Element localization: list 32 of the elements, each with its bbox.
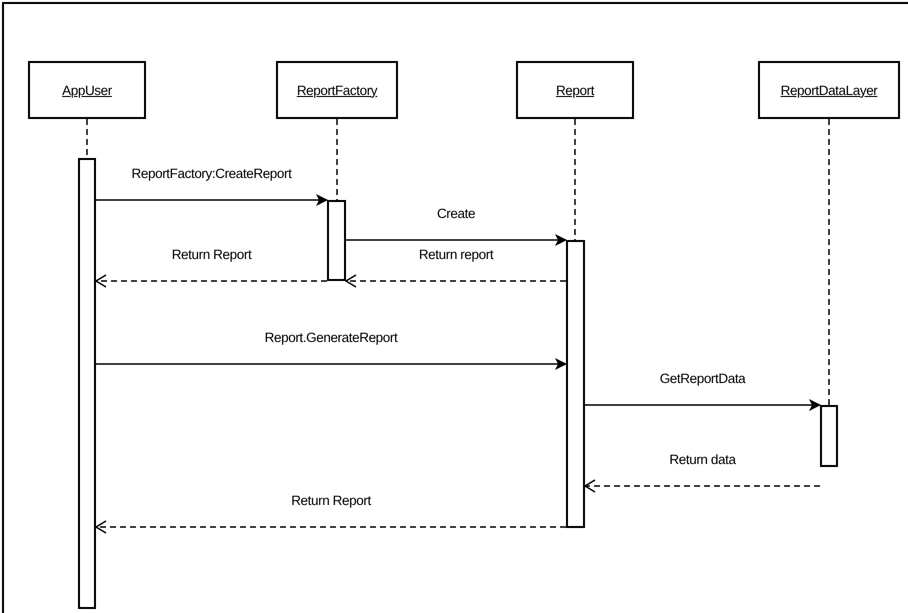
lifeline: [574, 119, 576, 240]
object-box: [758, 61, 900, 119]
object-name: Report: [556, 82, 594, 98]
message-label: Return Report: [289, 493, 373, 508]
message-arrow: [96, 358, 567, 370]
object-box: [28, 61, 146, 119]
object-name: ReportDataLayer: [780, 82, 878, 98]
message-label: Return report: [416, 247, 496, 262]
lifeline: [86, 119, 88, 158]
return-arrow: [95, 520, 566, 534]
return-arrow: [95, 274, 327, 288]
activation-bar: [78, 158, 96, 609]
message-label: GetReportData: [658, 371, 748, 386]
activation-bar: [566, 240, 585, 528]
object-box: [276, 61, 398, 119]
message-label: Report.GenerateReport: [262, 330, 400, 345]
activation-bar: [820, 405, 838, 467]
message-label: Return data: [667, 452, 738, 467]
message-arrow: [585, 399, 821, 411]
lifeline: [336, 119, 338, 200]
object-name: ReportFactory: [296, 82, 378, 98]
message-arrow: [346, 234, 567, 246]
message-label: ReportFactory:CreateReport: [130, 166, 294, 181]
object-name: AppUser: [62, 82, 112, 98]
return-arrow: [345, 274, 566, 288]
lifeline: [828, 119, 830, 405]
activation-bar: [327, 200, 346, 281]
message-label: Return Report: [170, 247, 254, 262]
message-arrow: [96, 194, 328, 206]
message-label: Create: [434, 206, 478, 221]
return-arrow: [584, 479, 820, 493]
object-box: [516, 61, 634, 119]
